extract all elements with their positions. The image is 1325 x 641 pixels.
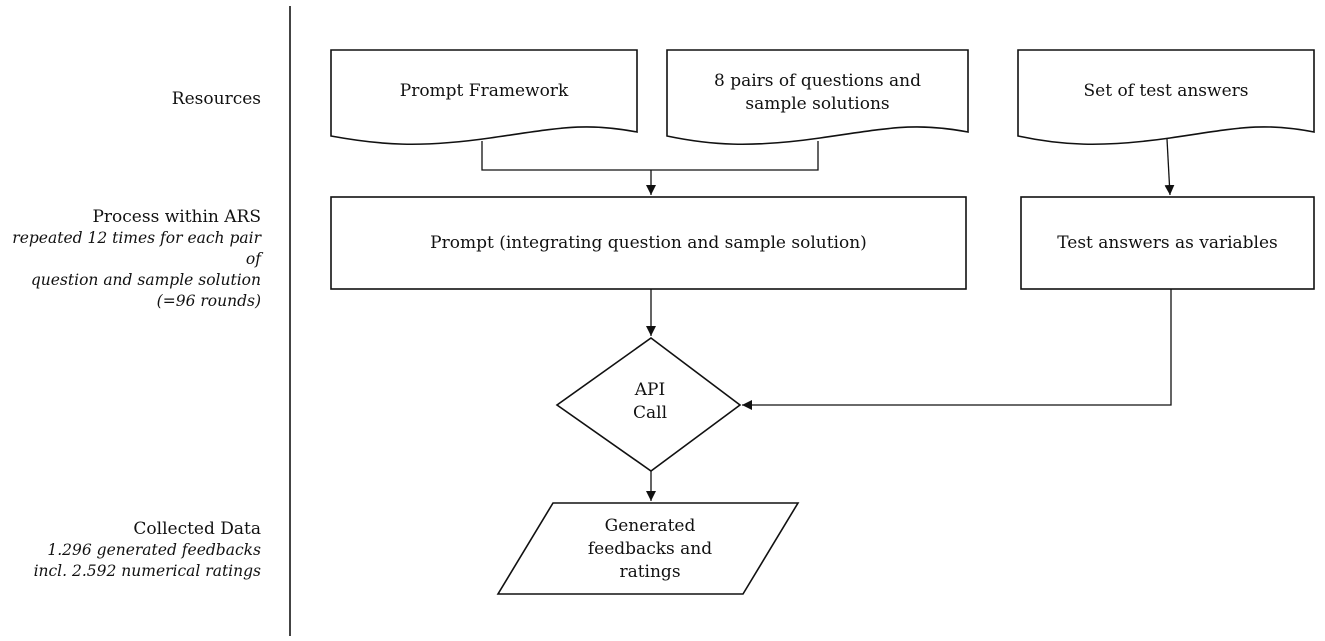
pairs-label-line-2: sample solutions bbox=[745, 94, 890, 114]
output-line-2: feedbacks and bbox=[587, 538, 713, 559]
process-note-3: (=96 rounds) bbox=[156, 292, 261, 310]
vertical-divider bbox=[289, 6, 291, 636]
api-call-line-1: API bbox=[634, 380, 666, 400]
box-test-vars bbox=[1020, 196, 1315, 290]
data-note-2: incl. 2.592 numerical ratings bbox=[33, 562, 261, 580]
process-title: Process within ARS bbox=[92, 207, 261, 227]
prompt-framework-label: Prompt Framework bbox=[399, 80, 569, 101]
output-line-3: ratings bbox=[619, 561, 681, 582]
process-note-1: repeated 12 times for each pair of bbox=[12, 229, 261, 268]
doc-test-answers bbox=[1017, 49, 1315, 146]
resources-title: Resources bbox=[171, 89, 261, 109]
connector-docs-join bbox=[481, 141, 819, 171]
api-call-label: API Call bbox=[590, 370, 710, 434]
row-label-data: Collected Data 1.296 generated feedbacks… bbox=[34, 518, 261, 582]
process-note-2: question and sample solution bbox=[30, 271, 261, 289]
test-answers-set-label: Set of test answers bbox=[1083, 80, 1249, 101]
row-label-process: Process within ARS repeated 12 times for… bbox=[0, 206, 261, 312]
api-call-line-2: Call bbox=[632, 403, 668, 423]
test-vars-label: Test answers as variables bbox=[1057, 232, 1278, 253]
output-line-1: Generated bbox=[604, 515, 696, 536]
prompt-label: Prompt (integrating question and sample … bbox=[430, 232, 867, 253]
data-note-1: 1.296 generated feedbacks bbox=[47, 541, 261, 559]
doc-pairs bbox=[666, 49, 969, 146]
output-label: Generated feedbacks and ratings bbox=[560, 510, 740, 588]
pairs-label-line-1: 8 pairs of questions and bbox=[713, 71, 922, 91]
pairs-label: 8 pairs of questions and sample solution… bbox=[667, 58, 968, 128]
row-label-resources: Resources bbox=[172, 88, 261, 110]
data-title: Collected Data bbox=[133, 519, 261, 539]
arrow-vars-to-api bbox=[742, 289, 1172, 410]
doc-prompt-framework bbox=[330, 49, 638, 146]
arrow-to-test-vars bbox=[1164, 138, 1175, 196]
parallelogram-output bbox=[496, 502, 800, 595]
box-prompt bbox=[330, 196, 967, 290]
